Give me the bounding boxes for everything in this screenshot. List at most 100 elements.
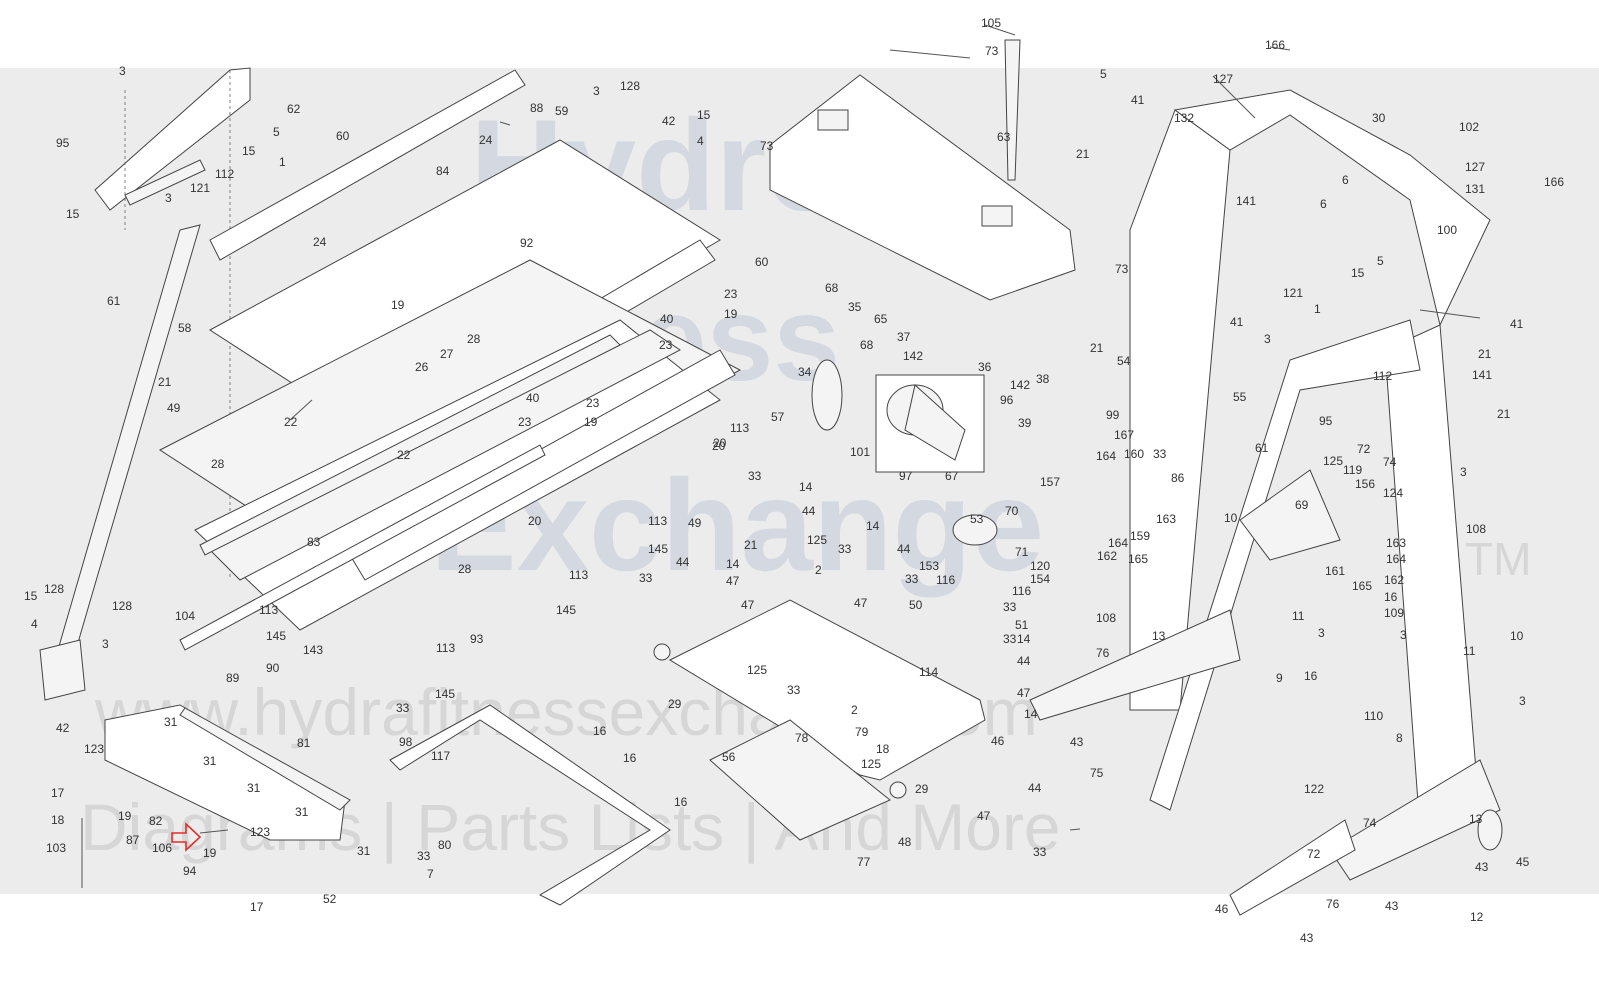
callout-label: 6 bbox=[1342, 173, 1349, 187]
rear-base-parts bbox=[81, 704, 671, 906]
callout-label: 19 bbox=[118, 809, 132, 823]
callout-label: 96 bbox=[1000, 393, 1014, 407]
drive-assembly bbox=[653, 359, 998, 841]
callout-label: 82 bbox=[149, 814, 163, 828]
callout-label: 27 bbox=[440, 347, 454, 361]
callout-label: 128 bbox=[620, 79, 640, 93]
callout-label: 48 bbox=[898, 835, 912, 849]
callout-label: 70 bbox=[1005, 504, 1019, 518]
callout-label: 143 bbox=[303, 643, 323, 657]
callout-label: 72 bbox=[1357, 442, 1371, 456]
callout-label: 68 bbox=[860, 338, 874, 352]
front-base-tube bbox=[1329, 759, 1501, 881]
callout-label: 61 bbox=[1255, 441, 1269, 455]
callout-label: 47 bbox=[726, 574, 740, 588]
callout-label: 47 bbox=[854, 596, 868, 610]
callout-label: 19 bbox=[203, 846, 217, 860]
callout-label: 42 bbox=[662, 114, 676, 128]
callout-label: 33 bbox=[838, 542, 852, 556]
callout-label: 33 bbox=[396, 701, 410, 715]
callout-label: 5 bbox=[1377, 254, 1384, 268]
callout-label: 17 bbox=[51, 786, 65, 800]
hood-vent-left bbox=[817, 109, 849, 131]
callout-label: 33 bbox=[417, 849, 431, 863]
callout-label: 127 bbox=[1213, 72, 1233, 86]
callout-label: 31 bbox=[295, 805, 309, 819]
callout-label: 14 bbox=[1017, 632, 1031, 646]
callout-label: 20 bbox=[528, 514, 542, 528]
callout-label: 18 bbox=[51, 813, 65, 827]
callout-label: 16 bbox=[1384, 590, 1398, 604]
callout-label: 30 bbox=[1372, 111, 1386, 125]
callout-label: 4 bbox=[31, 617, 38, 631]
callout-label: 31 bbox=[357, 844, 371, 858]
watermark-trademark: TM bbox=[1465, 533, 1531, 585]
hood-strap bbox=[1004, 39, 1021, 181]
callout-label: 153 bbox=[919, 559, 939, 573]
callout-label: 15 bbox=[66, 207, 80, 221]
callout-label: 103 bbox=[46, 841, 66, 855]
callout-label: 15 bbox=[24, 589, 38, 603]
callout-label: 19 bbox=[391, 298, 405, 312]
callout-label: 22 bbox=[397, 448, 411, 462]
callout-label: 124 bbox=[1383, 486, 1403, 500]
controller-board bbox=[709, 719, 891, 841]
callout-label: 10 bbox=[1224, 511, 1238, 525]
leader-lines bbox=[199, 24, 1481, 834]
callout-label: 18 bbox=[876, 742, 890, 756]
callout-label: 4 bbox=[697, 134, 704, 148]
callout-label: 47 bbox=[1017, 686, 1031, 700]
callout-label: 145 bbox=[435, 687, 455, 701]
rear-foot-cover bbox=[104, 704, 346, 841]
callout-label: 23 bbox=[659, 338, 673, 352]
callout-label: 109 bbox=[1384, 606, 1404, 620]
callout-label: 125 bbox=[807, 533, 827, 547]
callout-label: 40 bbox=[660, 312, 674, 326]
callout-label: 20 bbox=[712, 439, 726, 453]
callout-label: 43 bbox=[1300, 931, 1314, 945]
callout-label: 76 bbox=[1096, 646, 1110, 660]
callout-label: 45 bbox=[1516, 855, 1530, 869]
callout-label: 125 bbox=[861, 757, 881, 771]
callout-label: 90 bbox=[266, 661, 280, 675]
callout-label: 108 bbox=[1466, 522, 1486, 536]
highlight-arrow bbox=[171, 822, 202, 852]
callout-label: 10 bbox=[1510, 629, 1524, 643]
callout-label: 33 bbox=[748, 469, 762, 483]
callout-label: 41 bbox=[1230, 315, 1244, 329]
callout-label: 94 bbox=[183, 864, 197, 878]
callout-label: 5 bbox=[273, 125, 280, 139]
motor-hood bbox=[769, 39, 1076, 301]
callout-label: 131 bbox=[1465, 182, 1485, 196]
callout-label: 57 bbox=[771, 410, 785, 424]
callout-label: 3 bbox=[1318, 626, 1325, 640]
callout-label: 113 bbox=[259, 603, 278, 617]
callout-labels: 3 62 5 95 15 1 112 121 15 3 60 84 24 88 … bbox=[24, 16, 1564, 945]
callout-label: 98 bbox=[399, 735, 413, 749]
callout-label: 14 bbox=[726, 557, 740, 571]
callout-label: 21 bbox=[1478, 347, 1492, 361]
callout-label: 104 bbox=[175, 609, 195, 623]
callout-label: 127 bbox=[1465, 160, 1485, 174]
callout-label: 125 bbox=[1323, 454, 1343, 468]
callout-label: 33 bbox=[787, 683, 801, 697]
callout-label: 163 bbox=[1386, 536, 1406, 550]
wire-coil bbox=[952, 514, 998, 546]
callout-label: 164 bbox=[1108, 536, 1128, 550]
callout-label: 78 bbox=[795, 731, 809, 745]
callout-label: 114 bbox=[919, 665, 938, 679]
callout-label: 89 bbox=[226, 671, 240, 685]
callout-label: 3 bbox=[1519, 694, 1526, 708]
callout-label: 113 bbox=[648, 514, 667, 528]
callout-label: 49 bbox=[688, 516, 702, 530]
callout-label: 69 bbox=[1295, 498, 1309, 512]
rear-foot-rail bbox=[179, 707, 351, 811]
callout-label: 39 bbox=[1018, 416, 1032, 430]
callout-label: 97 bbox=[899, 469, 913, 483]
callout-label: 56 bbox=[722, 750, 736, 764]
callout-label: 75 bbox=[1090, 766, 1104, 780]
callout-label: 154 bbox=[1030, 572, 1050, 586]
callout-label: 86 bbox=[1171, 471, 1185, 485]
callout-label: 73 bbox=[1115, 262, 1129, 276]
callout-label: 33 bbox=[1003, 632, 1017, 646]
